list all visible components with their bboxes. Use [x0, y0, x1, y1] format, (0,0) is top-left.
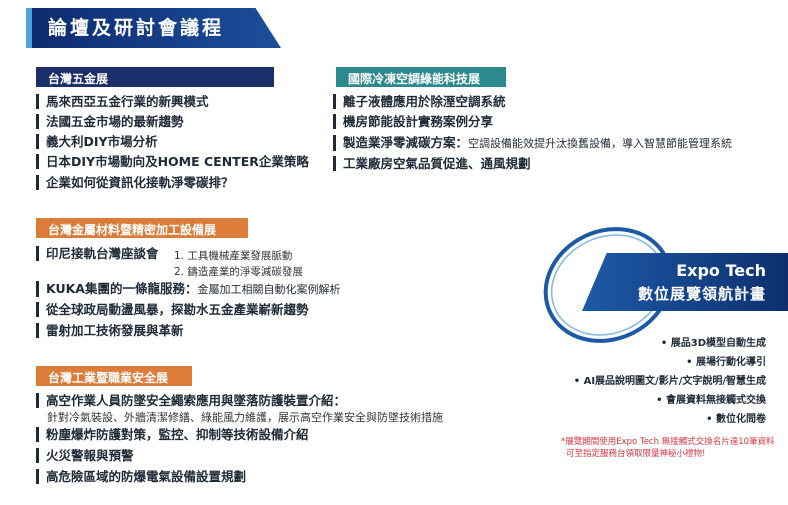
expo-banner	[582, 253, 788, 311]
feature-item: • AI展品說明圖文/影片/文字說明/智慧生成	[573, 376, 766, 387]
list-item: 高危險區域的防爆電氣設備設置規劃	[36, 469, 246, 484]
expo-title-zh: 數位展覽領航計畫	[637, 285, 766, 303]
title-accent-bar	[26, 8, 32, 48]
list-item-description: 針對冷氣裝設、外牆清潔修繕、綠能風力維護，展示高空作業安全與防墜技術措施	[47, 411, 443, 424]
list-item: 離子液體應用於除溼空調系統	[333, 94, 506, 109]
expo-title-en: Expo Tech	[676, 261, 766, 280]
list-item: 從全球政局動盪風暴，探勘水五金產業嶄新趨勢	[36, 302, 309, 317]
list-item: 企業如何從資訊化接軌淨零碳排？	[36, 175, 234, 190]
list-item: 馬來西亞五金行業的新興模式	[36, 94, 209, 109]
list-item: KUKA集團的一條龍服務：金屬加工相關自動化案例解析	[36, 281, 340, 297]
promo-note-line2: 可至指定服務台領取限量神秘小禮物!	[566, 449, 706, 459]
list-item: 工業廠房空氣品質促進、通風規劃	[333, 156, 531, 171]
title-banner	[26, 8, 281, 48]
section-tag-hardware: 台灣五金展	[36, 67, 274, 87]
list-item: 印尼接軌台灣座談會	[36, 246, 159, 261]
feature-item: • 展品3D模型自動生成	[660, 338, 766, 349]
list-item: 義大利DIY市場分析	[36, 134, 158, 149]
feature-item: • 數位化問卷	[706, 414, 766, 425]
list-item: 粉塵爆炸防護對策，監控、抑制等技術設備介紹	[36, 427, 309, 442]
item-plain-part: 空調設備能效提升汰換舊設備，導入智慧節能管理系統	[468, 137, 733, 150]
section-tag-safety: 台灣工業暨職業安全展	[36, 366, 192, 386]
list-item: 機房節能設計實務案例分享	[333, 114, 493, 129]
list-item: 雷射加工技術發展與革新	[36, 323, 184, 338]
sub-item: 1. 工具機械產業發展脈動	[174, 250, 293, 262]
item-plain-part: 金屬加工相關自動化案例解析	[197, 283, 341, 296]
list-item: 火災警報與預警	[36, 448, 134, 463]
item-bold-part: 製造業淨零減碳方案：	[343, 135, 469, 150]
feature-item: • 會展資料無接觸式交換	[656, 395, 766, 406]
promo-note-line1: *展覽期間使用Expo Tech 無接觸式交換名片達10筆資料	[561, 437, 775, 447]
list-item: 高空作業人員防墜安全繩索應用與墜落防護裝置介紹：	[36, 393, 346, 408]
feature-item: • 展場行動化導引	[686, 357, 766, 368]
list-item: 製造業淨零減碳方案：空調設備能效提升汰換舊設備，導入智慧節能管理系統	[333, 135, 732, 151]
list-item: 日本DIY市場動向及HOME CENTER企業策略	[36, 154, 309, 169]
section-tag-hvac: 國際冷凍空調綠能科技展	[336, 67, 506, 87]
page-title: 論壇及研討會議程	[48, 17, 225, 39]
section-tag-metal: 台灣金屬材料暨精密加工設備展	[36, 218, 248, 238]
item-bold-part: KUKA集團的一條龍服務：	[46, 281, 198, 296]
list-item: 法國五金市場的最新趨勢	[36, 114, 184, 129]
sub-item: 2. 鑄造產業的淨零減碳發展	[174, 266, 303, 278]
